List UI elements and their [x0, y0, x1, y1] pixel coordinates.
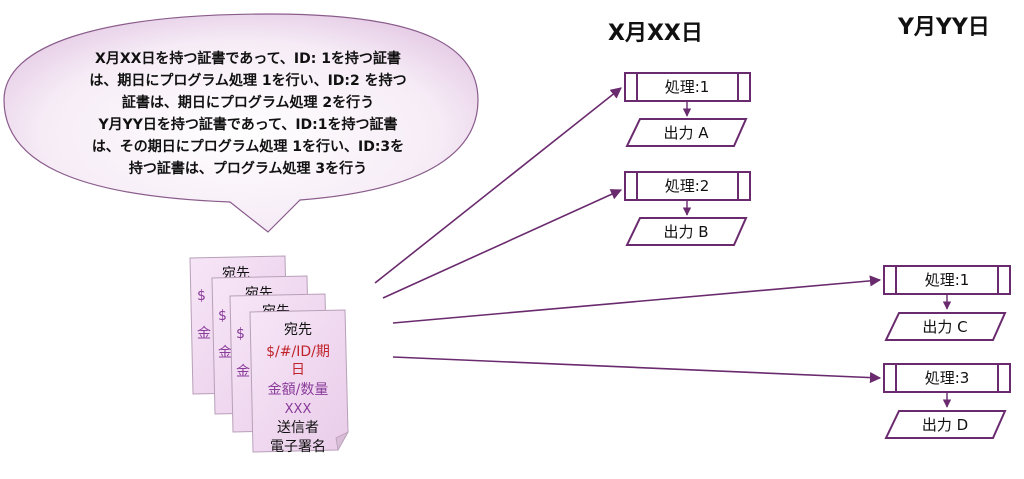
flow-y-1: 処理:1 出力 C: [883, 265, 1011, 341]
process-box: 処理:2: [624, 171, 751, 201]
document-stack: 宛先 $ 金 宛先 $ 金 宛先 $ 金 宛先 $/#/ID/期 日 金額/数量…: [189, 255, 349, 455]
process-box: 処理:1: [883, 265, 1011, 295]
process-box: 処理:3: [883, 363, 1011, 393]
output-label: 出力 C: [922, 318, 967, 336]
flow-x-1: 処理:1 出力 A: [624, 72, 751, 147]
arrow-to-process-1-y: [392, 275, 882, 324]
document-front: 宛先 $/#/ID/期 日 金額/数量 XXX 送信者 電子署名: [249, 309, 349, 455]
output-label: 出力 D: [922, 416, 968, 434]
process-label: 処理:1: [665, 78, 710, 96]
output-box: 出力 A: [625, 118, 748, 147]
output-label: 出力 B: [663, 223, 708, 241]
doc-back-dollar-2: $: [218, 308, 227, 324]
doc-signature: 電子署名: [270, 439, 326, 455]
connector-arrows: [374, 87, 882, 384]
bubble-line-1: X月XX日を持つ証書であって、ID: 1を持つ証書: [95, 50, 401, 67]
doc-meta-line-2: 日: [291, 362, 305, 378]
arrow-to-process-1-x: [374, 87, 622, 284]
flow-x-2: 処理:2 出力 B: [624, 171, 751, 246]
page-curl-icon: [335, 431, 349, 452]
doc-back-dollar-1: $: [197, 288, 206, 304]
flow-y-2: 処理:3 出力 D: [883, 363, 1011, 439]
arrow-to-process-2-x: [382, 189, 623, 299]
bubble-line-4: Y月YY日を持つ証書であって、ID:1を持つ証書: [97, 116, 397, 133]
process-box: 処理:1: [624, 72, 751, 102]
doc-sender: 送信者: [277, 420, 319, 436]
doc-back-kin-2: 金: [218, 345, 232, 361]
doc-meta-line-1: $/#/ID/期: [266, 344, 330, 360]
doc-amount: 金額/数量: [268, 382, 329, 398]
bubble-line-6: 持つ証書は、プログラム処理 3を行う: [129, 160, 367, 177]
output-box: 出力 C: [884, 312, 1007, 341]
process-label: 処理:1: [925, 271, 970, 289]
process-label: 処理:3: [925, 369, 970, 387]
bubble-line-2: は、期日にプログラム処理 1を行い、ID:2 を持つ: [89, 72, 406, 89]
doc-recipient: 宛先: [284, 322, 312, 338]
date-header-x: X月XX日: [608, 21, 703, 46]
output-box: 出力 B: [625, 217, 748, 246]
doc-back-kin-3: 金: [236, 364, 250, 380]
output-label: 出力 A: [663, 124, 709, 142]
doc-back-kin-1: 金: [197, 326, 211, 342]
bubble-line-3: 証書は、期日にプログラム処理 2を行う: [122, 94, 374, 111]
process-label: 処理:2: [665, 177, 710, 195]
date-header-y: Y月YY日: [897, 15, 990, 40]
output-box: 出力 D: [884, 410, 1007, 439]
doc-back-dollar-3: $: [236, 326, 245, 342]
speech-bubble: X月XX日を持つ証書であって、ID: 1を持つ証書 は、期日にプログラム処理 1…: [3, 13, 479, 233]
bubble-line-5: は、その期日にプログラム処理 1を行い、ID:3を: [92, 138, 404, 155]
doc-xxx: XXX: [285, 402, 312, 417]
arrow-to-process-3-y: [392, 356, 882, 384]
